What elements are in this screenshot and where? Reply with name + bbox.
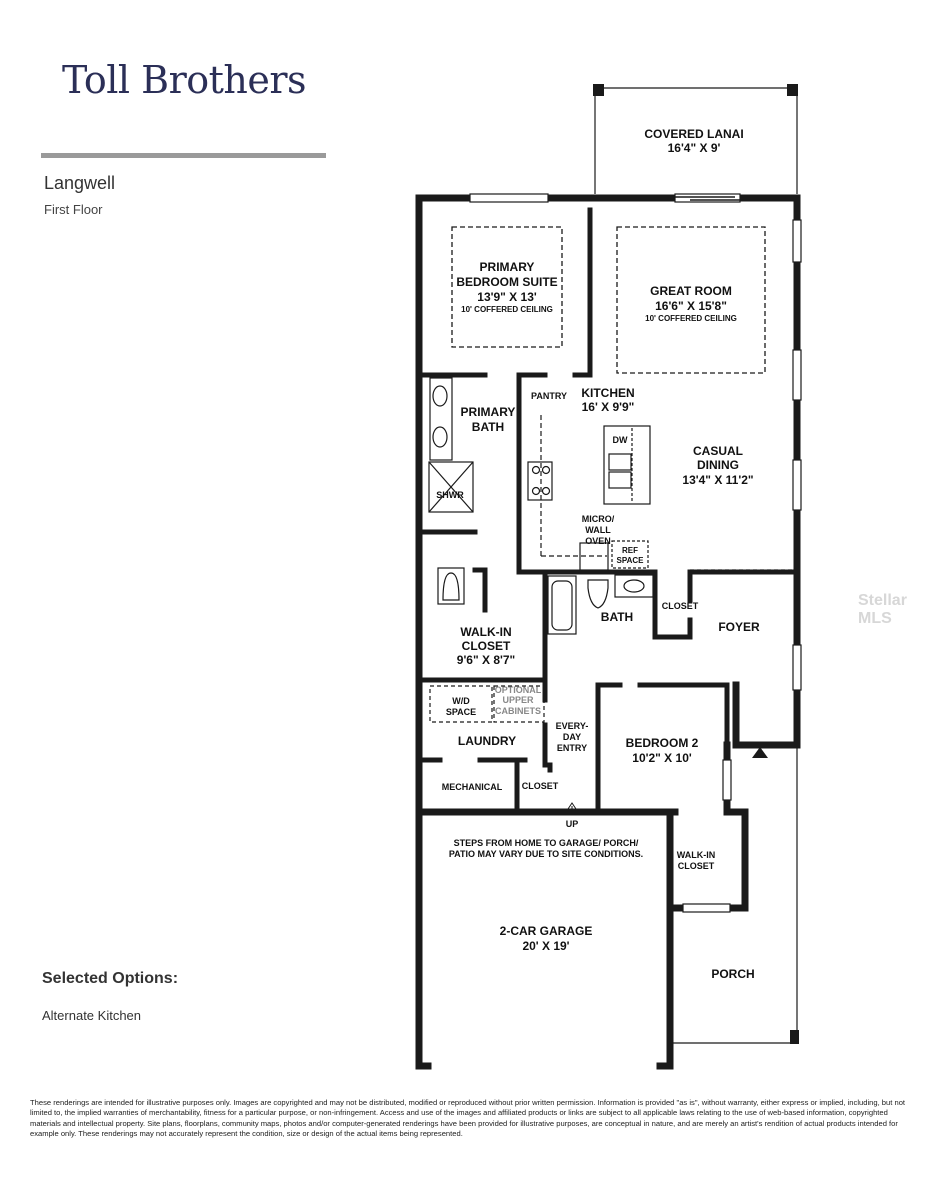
lanai-outline <box>594 87 798 194</box>
bedroom2-size: 10'2" X 10' <box>632 751 692 765</box>
plan-floor: First Floor <box>44 202 103 217</box>
garage-size: 20' X 19' <box>522 939 569 953</box>
optional-label: OPTIONAL <box>495 685 542 695</box>
bath-label: BATH <box>601 610 633 624</box>
great-room-size: 16'6" X 15'8" <box>655 299 727 313</box>
header-rule <box>41 153 326 158</box>
steps-note-line2: PATIO MAY VARY DUE TO SITE CONDITIONS. <box>449 849 643 859</box>
laundry-fixtures <box>429 685 545 723</box>
great-room-note: 10' COFFERED CEILING <box>645 314 737 323</box>
porch-posts <box>790 1030 799 1044</box>
up-label: UP <box>566 819 579 829</box>
hall-bath-fixtures <box>547 574 654 635</box>
ref-label-2: SPACE <box>617 556 645 565</box>
micro-label-2: WALL <box>585 525 611 535</box>
watermark: Stellar MLS <box>858 592 907 627</box>
kitchen-size: 16' X 9'9" <box>582 400 635 414</box>
plan-name: Langwell <box>44 173 116 193</box>
walkin-closet2-label: WALK-IN <box>677 850 716 860</box>
exterior-walls <box>415 194 801 1070</box>
primary-bath-label-2: BATH <box>472 420 504 434</box>
walkin-closet-size: 9'6" X 8'7" <box>457 653 515 667</box>
everyday-entry-label-2: DAY <box>563 732 581 742</box>
micro-label: MICRO/ <box>582 514 615 524</box>
bath-fixtures <box>428 377 474 605</box>
everyday-entry-label: EVERY- <box>556 721 589 731</box>
selected-options-title: Selected Options: <box>42 970 179 987</box>
lanai-label: COVERED LANAI <box>644 127 743 141</box>
walkin-closet-label: WALK-IN <box>460 625 511 639</box>
pantry-label: PANTRY <box>531 391 567 401</box>
shower-label: SHWR <box>436 490 464 500</box>
micro-label-3: OVEN <box>585 536 611 546</box>
windows <box>469 193 802 913</box>
primary-bedroom-note: 10' COFFERED CEILING <box>461 305 553 314</box>
primary-bath-label: PRIMARY <box>461 405 516 419</box>
primary-bedroom-label-2: BEDROOM SUITE <box>456 275 557 289</box>
primary-bedroom-label: PRIMARY <box>480 260 535 274</box>
kitchen-fixtures <box>527 415 651 571</box>
lanai-posts <box>593 84 798 96</box>
casual-dining-size: 13'4" X 11'2" <box>682 473 753 487</box>
lanai-size: 16'4" X 9' <box>668 141 721 155</box>
porch-outline <box>670 745 798 1044</box>
bedroom2-label: BEDROOM 2 <box>626 736 699 750</box>
casual-dining-label-2: DINING <box>697 458 739 472</box>
steps-note-line1: STEPS FROM HOME TO GARAGE/ PORCH/ <box>454 838 639 848</box>
entry-markers <box>567 747 768 814</box>
wd-label-2: SPACE <box>446 707 476 717</box>
ref-label: REF <box>622 546 638 555</box>
great-room-label: GREAT ROOM <box>650 284 732 298</box>
primary-bedroom-size: 13'9" X 13' <box>477 290 537 304</box>
everyday-entry-label-3: ENTRY <box>557 743 587 753</box>
walkin-closet-label-2: CLOSET <box>462 639 511 653</box>
entry-closet-label: CLOSET <box>522 781 559 791</box>
wd-label: W/D <box>452 696 470 706</box>
optional-label-3: CABINETS <box>495 706 541 716</box>
foyer-closet-label: CLOSET <box>662 601 699 611</box>
coffered-ceilings <box>451 226 766 374</box>
mechanical-label: MECHANICAL <box>442 782 503 792</box>
interior-walls <box>416 207 800 815</box>
sliding-door <box>675 196 740 201</box>
selected-option-item: Alternate Kitchen <box>42 1008 142 1023</box>
walkin-closet2-label-2: CLOSET <box>678 861 715 871</box>
brand-logo: Toll Brothers <box>62 58 307 102</box>
kitchen-label: KITCHEN <box>581 386 634 400</box>
garage-label: 2-CAR GARAGE <box>500 924 593 938</box>
foyer-label: FOYER <box>718 620 760 634</box>
dw-label: DW <box>613 435 628 445</box>
porch-label: PORCH <box>711 967 754 981</box>
disclaimer: These renderings are intended for illust… <box>30 1098 906 1139</box>
optional-label-2: UPPER <box>502 695 534 705</box>
laundry-label: LAUNDRY <box>458 734 516 748</box>
casual-dining-label: CASUAL <box>693 444 743 458</box>
